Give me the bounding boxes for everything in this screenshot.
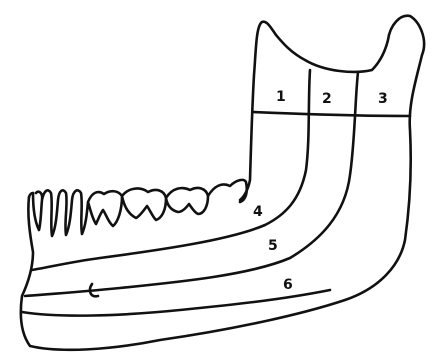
teeth-row [33,180,247,236]
label-region-4: 4 [253,204,263,220]
ramus-division-line [253,112,410,116]
label-region-6: 6 [283,277,293,293]
label-region-1: 1 [276,89,286,105]
label-region-2: 2 [322,91,332,107]
label-region-5: 5 [268,238,278,254]
mandible-outline [21,16,424,350]
label-region-3: 3 [378,91,388,107]
